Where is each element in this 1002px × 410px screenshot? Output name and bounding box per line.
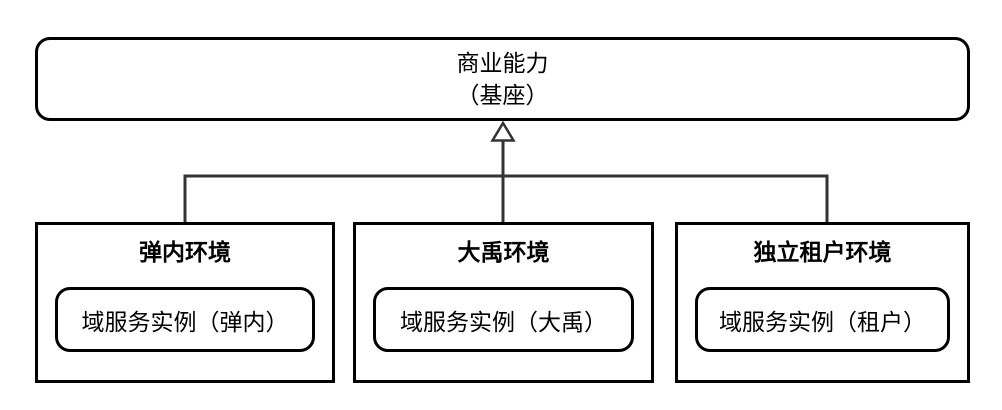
hollow-arrowhead-icon xyxy=(490,120,516,142)
env-node-title: 弹内环境 xyxy=(139,239,231,265)
env-node-dayu: 大禹环境 域服务实例（大禹） xyxy=(353,222,654,383)
domain-service-instance-node: 域服务实例（弹内） xyxy=(55,287,315,352)
env-node-title: 大禹环境 xyxy=(457,239,550,265)
env-node-title: 独立租户环境 xyxy=(753,239,892,265)
env-node-tannei: 弹内环境 域服务实例（弹内） xyxy=(35,222,335,383)
domain-service-instance-label: 域服务实例（弹内） xyxy=(81,308,289,335)
root-node-title-line1: 商业能力 xyxy=(456,50,549,76)
root-node-business-capability: 商业能力 （基座） xyxy=(35,37,970,121)
env-node-independent-tenant: 独立租户环境 域服务实例（租户） xyxy=(675,222,970,383)
domain-service-instance-label: 域服务实例（租户） xyxy=(719,308,926,335)
domain-service-instance-node: 域服务实例（大禹） xyxy=(373,287,634,352)
domain-service-instance-label: 域服务实例（大禹） xyxy=(400,308,607,335)
root-node-title-line2: （基座） xyxy=(456,82,549,108)
domain-service-instance-node: 域服务实例（租户） xyxy=(695,287,950,352)
